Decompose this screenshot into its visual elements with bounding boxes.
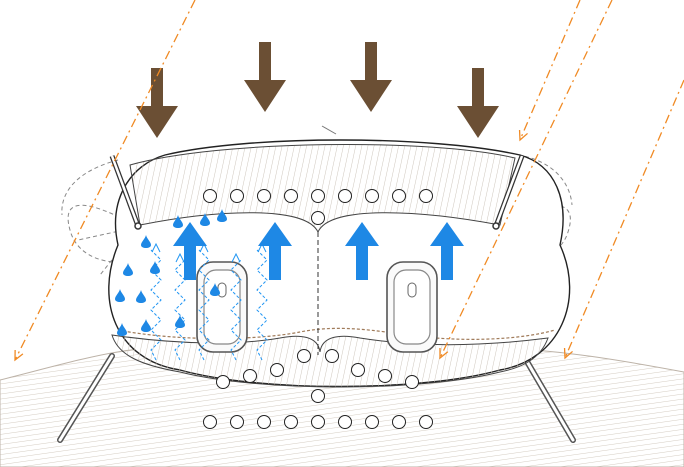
roof-insulation-band: [129, 143, 516, 234]
water-droplet-icon: [123, 263, 133, 276]
bead-circle-icon: [392, 415, 406, 429]
vapor-line: [230, 259, 242, 361]
bead-circle-icon: [338, 415, 352, 429]
bead-circle-icon: [378, 369, 392, 383]
beads-top-group: [203, 189, 433, 225]
bead-circle-icon: [203, 189, 217, 203]
bead-circle-icon: [257, 189, 271, 203]
beads-bottom-group: [203, 349, 433, 429]
sun-ray-icon: [439, 0, 613, 360]
side-post-right: [492, 155, 525, 230]
vapor-line: [256, 249, 268, 361]
down-arrow-icon: [350, 42, 392, 112]
window-icon: [196, 261, 248, 353]
bead-circle-icon: [311, 415, 325, 429]
bead-circle-icon: [257, 415, 271, 429]
vapor-arrowhead: [151, 242, 161, 253]
roof-tick: [321, 125, 337, 135]
window-icon: [386, 261, 438, 353]
bead-circle-icon: [311, 211, 325, 225]
up-arrow-icon: [430, 222, 464, 280]
bead-circle-icon: [419, 415, 433, 429]
water-droplet-icon: [136, 290, 146, 303]
bead-circle-icon: [203, 415, 217, 429]
bead-circle-icon: [216, 375, 230, 389]
bead-circle-icon: [392, 189, 406, 203]
bead-circle-icon: [284, 415, 298, 429]
water-droplet-icon: [200, 213, 210, 226]
sun-ray-icon: [14, 0, 196, 362]
water-droplet-icon: [210, 283, 220, 296]
bead-circle-icon: [419, 189, 433, 203]
down-arrow-icon: [136, 68, 178, 138]
down-arrow-icon: [244, 42, 286, 112]
bead-circle-icon: [405, 375, 419, 389]
water-droplet-icon: [117, 323, 127, 336]
bead-circle-icon: [311, 189, 325, 203]
bead-circle-icon: [297, 349, 311, 363]
windows-group: [196, 261, 438, 353]
water-droplet-icon: [175, 315, 185, 328]
bead-circle-icon: [243, 369, 257, 383]
bead-circle-icon: [338, 189, 352, 203]
water-droplet-icon: [150, 261, 160, 274]
water-droplet-icon: [141, 235, 151, 248]
vapor-line: [198, 249, 210, 361]
bead-circle-icon: [351, 363, 365, 377]
up-arrows-group: [173, 222, 464, 280]
bead-circle-icon: [230, 415, 244, 429]
vapor-arrowhead: [231, 252, 241, 263]
shelter-body: [108, 125, 571, 388]
down-arrows-group: [136, 42, 499, 138]
bead-circle-icon: [311, 389, 325, 403]
bead-circle-icon: [365, 189, 379, 203]
down-arrow-icon: [457, 68, 499, 138]
side-post-left: [109, 155, 142, 230]
up-arrow-icon: [173, 222, 207, 280]
support-strut-right-inner: [520, 351, 575, 442]
water-droplet-icon: [115, 289, 125, 302]
bead-circle-icon: [284, 189, 298, 203]
vapor-arrowhead: [175, 252, 185, 263]
water-droplet-icon: [217, 209, 227, 222]
sun-ray-icon: [518, 0, 581, 142]
support-strut-left-inner: [58, 354, 114, 442]
sun-rays-group: [14, 0, 684, 362]
bead-circle-icon: [270, 363, 284, 377]
water-droplet-icon: [173, 215, 183, 228]
bead-circle-icon: [365, 415, 379, 429]
vapor-line: [174, 259, 186, 361]
bead-circle-icon: [325, 349, 339, 363]
bead-circle-icon: [230, 189, 244, 203]
up-arrow-icon: [258, 222, 292, 280]
up-arrow-icon: [345, 222, 379, 280]
water-droplet-icon: [141, 319, 151, 332]
sun-ray-icon: [563, 79, 684, 360]
